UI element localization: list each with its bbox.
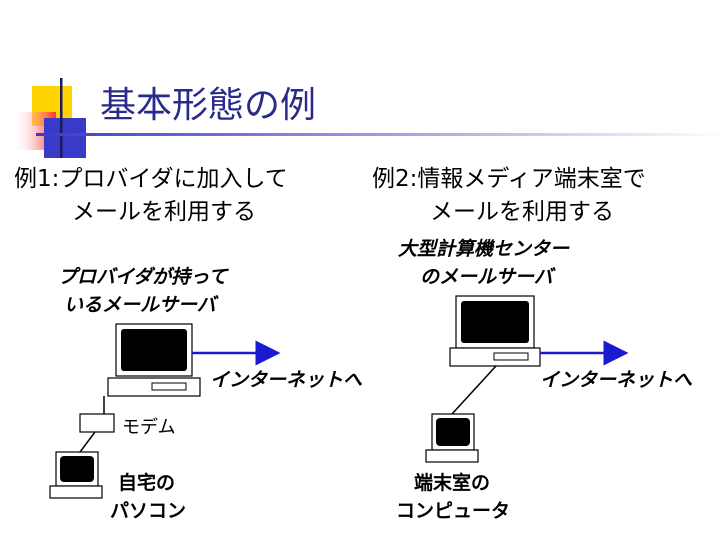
example2-heading-line1: 例2:情報メディア端末室で	[372, 166, 646, 192]
center-server-label-line2: のメールサーバ	[420, 266, 553, 288]
example1-internet-label: インターネットへ	[210, 369, 363, 391]
vertical-rule	[60, 78, 63, 158]
example2-internet-label: インターネットへ	[540, 369, 693, 391]
modem-label: モデム	[122, 417, 176, 438]
center-server-label-line1: 大型計算機センター	[398, 238, 570, 260]
server-to-terminal-line	[451, 365, 497, 415]
modem-to-pc-line	[79, 431, 96, 453]
home-pc-label-line1: 自宅の	[118, 472, 176, 494]
provider-server-label-line1: プロバイダが持って	[58, 266, 228, 288]
example1-heading-line2: メールを利用する	[72, 199, 256, 225]
computer-center-server-icon	[449, 295, 541, 367]
modem-icon	[79, 413, 115, 433]
example1-heading-line1: 例1:プロバイダに加入して	[14, 166, 288, 192]
terminal-label-line2: コンピュータ	[396, 500, 511, 522]
home-pc-label-line2: パソコン	[110, 500, 187, 522]
terminal-computer-icon	[425, 413, 479, 463]
title-underline	[36, 133, 720, 136]
example2-heading-line2: メールを利用する	[430, 199, 614, 225]
terminal-label-line1: 端末室の	[414, 472, 491, 494]
provider-server-label-line2: いるメールサーバ	[64, 294, 216, 316]
home-pc-icon	[49, 451, 103, 499]
blue-square	[44, 118, 86, 158]
slide-title: 基本形態の例	[100, 85, 317, 126]
provider-mail-server-icon	[107, 323, 201, 397]
